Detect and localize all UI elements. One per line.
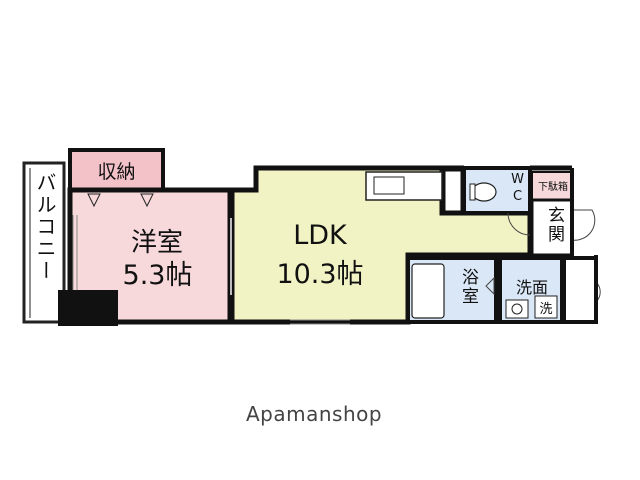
- western-room: [67, 187, 233, 325]
- storage-label: 収納: [97, 161, 136, 183]
- structural-column: [58, 290, 118, 326]
- ldk-name: LDK: [293, 220, 347, 251]
- entrance-label: 玄関: [544, 206, 564, 244]
- kitchen-sink: [373, 176, 405, 195]
- pipe-space: [442, 168, 464, 214]
- washer-label: 洗: [539, 302, 553, 317]
- ldk-size: 10.3帖: [276, 259, 364, 290]
- closet-door-marker-left: [87, 193, 101, 208]
- hall-closet: [562, 256, 598, 324]
- wc-label: WC: [510, 172, 525, 206]
- shoe-box: [531, 171, 573, 201]
- closet-door-marker-right: [140, 193, 154, 208]
- bathroom-label: 浴室: [458, 268, 478, 306]
- bathtub: [411, 263, 445, 319]
- shoe-box-label: 下駄箱: [538, 182, 568, 193]
- western-room-name: 洋室: [130, 228, 183, 258]
- western-room-size: 5.3帖: [122, 260, 193, 291]
- balcony-label: バルコニー: [33, 172, 57, 282]
- toilet-bowl: [471, 182, 497, 202]
- apamanshop-watermark: Apamanshop: [246, 402, 383, 426]
- entrance-area: [530, 198, 574, 257]
- washer-space: [534, 295, 558, 319]
- storage-room: [68, 148, 165, 192]
- balcony-area: [22, 161, 66, 324]
- washroom-label: 洗面: [515, 278, 548, 297]
- washbasin: [505, 299, 529, 319]
